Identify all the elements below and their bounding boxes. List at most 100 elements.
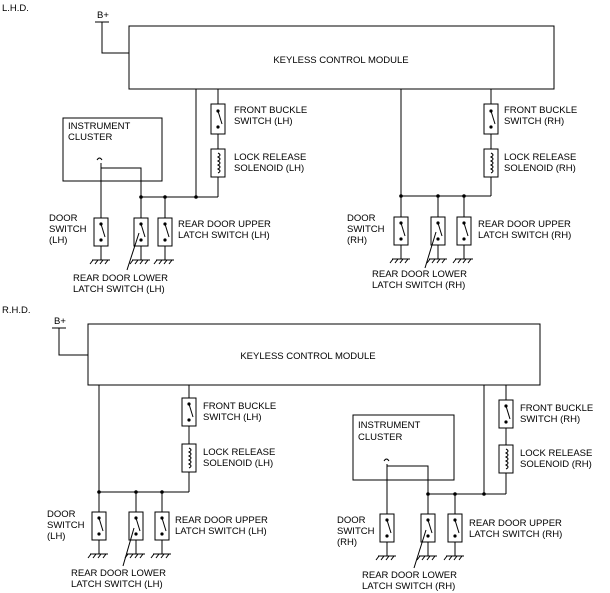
rhd-door-rh-label-3: (RH) bbox=[337, 537, 357, 548]
rhd-lower-lh-leader bbox=[122, 527, 135, 567]
switch-contact-dot bbox=[426, 534, 430, 538]
lhd-power-wire bbox=[101, 22, 129, 54]
lhd-section: L.H.D. B+ KEYLESS CONTROL MODULE INSTRUM… bbox=[2, 3, 577, 295]
lhd-lower-rh-leader bbox=[424, 231, 437, 269]
rhd-front-buckle-lh-label-2: SWITCH (LH) bbox=[203, 412, 262, 423]
lhd-door-lh-label-3: (LH) bbox=[49, 235, 67, 246]
rhd-power-wire bbox=[58, 328, 88, 356]
lhd-door-switch-lh bbox=[93, 217, 109, 247]
rhd-lock-release-solenoid-rh bbox=[498, 444, 514, 474]
solenoid-coil-icon bbox=[216, 152, 221, 174]
rhd-upper-rh-label-1: REAR DOOR UPPER bbox=[469, 518, 562, 529]
switch-contact-dot bbox=[134, 532, 138, 536]
lhd-lower-lh-label-1: REAR DOOR LOWER bbox=[73, 273, 168, 284]
lhd-cluster-label-1: INSTRUMENT bbox=[68, 121, 130, 132]
switch-blade bbox=[164, 223, 170, 238]
switch-blade bbox=[140, 223, 146, 238]
lhd-lock-release-lh-label-2: SOLENOID (LH) bbox=[234, 163, 304, 174]
lhd-lower-rh-label-2: LATCH SWITCH (RH) bbox=[372, 280, 465, 291]
lhd-keyless-control-module bbox=[128, 25, 555, 90]
switch-contact-dot bbox=[139, 238, 143, 242]
lhd-front-buckle-lh-label-1: FRONT BUCKLE bbox=[234, 105, 307, 116]
switch-contact-dot bbox=[385, 534, 389, 538]
lhd-upper-lh-label-2: LATCH SWITCH (LH) bbox=[178, 230, 270, 241]
lhd-door-rh-label-3: (RH) bbox=[347, 235, 367, 246]
rhd-junction-dot bbox=[426, 492, 430, 496]
rhd-upper-lh-label-2: LATCH SWITCH (LH) bbox=[175, 526, 267, 537]
solenoid-coil-icon bbox=[489, 152, 494, 174]
rhd-keyless-control-module bbox=[87, 323, 541, 386]
lhd-front-buckle-rh-label-1: FRONT BUCKLE bbox=[504, 105, 577, 116]
rhd-lower-lh-label-2: LATCH SWITCH (LH) bbox=[71, 579, 163, 590]
switch-blade bbox=[135, 517, 141, 532]
rhd-cluster-label-2: CLUSTER bbox=[358, 432, 402, 443]
rhd-lower-rh-label-2: LATCH SWITCH (RH) bbox=[362, 581, 455, 592]
lhd-rear-door-upper-latch-switch-lh bbox=[157, 217, 173, 247]
lhd-door-switch-rh bbox=[393, 216, 409, 246]
lhd-front-buckle-lh-label-2: SWITCH (LH) bbox=[234, 116, 293, 127]
rhd-front-buckle-switch-rh bbox=[498, 399, 514, 429]
rhd-upper-rh-label-2: LATCH SWITCH (RH) bbox=[469, 529, 562, 540]
rhd-front-buckle-lh-label-1: FRONT BUCKLE bbox=[203, 401, 276, 412]
switch-blade bbox=[217, 110, 223, 125]
rhd-lower-rh-label-1: REAR DOOR LOWER bbox=[362, 570, 457, 581]
switch-blade bbox=[437, 222, 443, 237]
rhd-section: R.H.D. B+ KEYLESS CONTROL MODULE FRONT B… bbox=[2, 305, 593, 592]
rhd-rear-door-upper-latch-switch-rh bbox=[447, 513, 463, 543]
lhd-lower-lh-label-2: LATCH SWITCH (LH) bbox=[73, 284, 165, 295]
switch-contact-dot bbox=[163, 238, 167, 242]
switch-blade bbox=[505, 405, 511, 420]
ground-icon bbox=[150, 553, 171, 559]
rhd-cluster-indicator-icon bbox=[383, 458, 390, 462]
switch-contact-dot bbox=[504, 420, 508, 424]
lhd-door-lh-label-1: DOOR bbox=[49, 213, 78, 224]
rhd-power-label: B+ bbox=[54, 316, 66, 327]
switch-blade bbox=[161, 517, 167, 532]
lhd-lock-release-lh-label-1: LOCK RELEASE bbox=[234, 152, 306, 163]
switch-blade bbox=[454, 519, 460, 534]
lhd-door-rh-label-2: SWITCH bbox=[347, 224, 385, 235]
lhd-front-buckle-switch-rh bbox=[483, 103, 499, 135]
switch-contact-dot bbox=[489, 125, 493, 129]
ground-icon bbox=[452, 258, 473, 264]
rhd-cluster-wire bbox=[387, 465, 429, 514]
switch-blade bbox=[490, 110, 496, 125]
lhd-power-label: B+ bbox=[97, 10, 109, 21]
switch-contact-dot bbox=[399, 237, 403, 241]
ground-icon bbox=[153, 259, 174, 265]
lhd-lock-release-solenoid-rh bbox=[483, 148, 499, 178]
switch-contact-dot bbox=[462, 237, 466, 241]
switch-blade bbox=[98, 517, 104, 532]
rhd-lock-release-rh-label-2: SOLENOID (RH) bbox=[520, 459, 592, 470]
switch-contact-dot bbox=[97, 532, 101, 536]
lhd-instrument-cluster bbox=[62, 117, 163, 182]
rhd-lock-release-rh-label-1: LOCK RELEASE bbox=[520, 448, 592, 459]
lhd-junction-dot bbox=[436, 194, 440, 198]
rhd-junction-dot bbox=[160, 490, 164, 494]
ground-icon bbox=[129, 259, 150, 265]
rhd-module-label: KEYLESS CONTROL MODULE bbox=[240, 351, 375, 362]
ground-icon bbox=[426, 258, 447, 264]
lhd-front-buckle-rh-label-2: SWITCH (RH) bbox=[504, 116, 564, 127]
rhd-section-label: R.H.D. bbox=[2, 305, 31, 316]
ground-icon bbox=[443, 555, 464, 561]
switch-contact-dot bbox=[436, 237, 440, 241]
rhd-junction-dot bbox=[453, 492, 457, 496]
switch-contact-dot bbox=[216, 125, 220, 129]
ground-icon bbox=[124, 553, 145, 559]
rhd-lock-release-lh-label-1: LOCK RELEASE bbox=[203, 447, 275, 458]
lhd-junction-dot bbox=[399, 194, 403, 198]
switch-contact-dot bbox=[187, 418, 191, 422]
rhd-door-lh-label-1: DOOR bbox=[47, 509, 76, 520]
rhd-upper-lh-label-1: REAR DOOR UPPER bbox=[175, 515, 268, 526]
rhd-lock-release-lh-label-2: SOLENOID (LH) bbox=[203, 458, 273, 469]
rhd-door-switch-rh bbox=[379, 513, 395, 543]
ground-icon bbox=[389, 258, 410, 264]
rhd-front-buckle-rh-label-2: SWITCH (RH) bbox=[520, 414, 580, 425]
switch-contact-dot bbox=[453, 534, 457, 538]
switch-blade bbox=[100, 223, 106, 238]
switch-blade bbox=[400, 222, 406, 237]
rhd-instrument-cluster bbox=[352, 414, 455, 481]
lhd-cluster-wire bbox=[101, 167, 142, 218]
